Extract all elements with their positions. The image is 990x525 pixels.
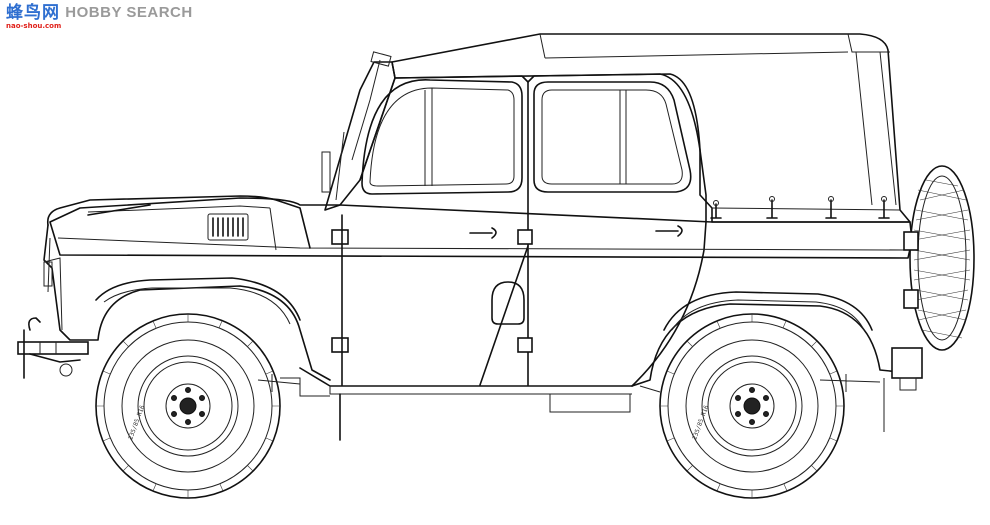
front-door (331, 75, 533, 386)
canvas-tie-hooks (710, 196, 890, 219)
rear-wheel-lug-nuts (735, 387, 769, 425)
underbody-frame (280, 367, 661, 441)
hood-vent-louvers (207, 213, 249, 241)
front-wheel-lug-nuts (171, 387, 205, 425)
front-bumper (17, 317, 89, 379)
rear-door-handle (655, 225, 683, 237)
watermark-logo: 蜂鸟网 nao-shou.com (6, 4, 61, 30)
front-door-handle (469, 227, 497, 239)
watermark-brand: HOBBY SEARCH (65, 4, 193, 21)
rear-wheel: 235/85 R16 (659, 313, 845, 499)
rear-door (527, 73, 707, 387)
suspension (257, 374, 881, 392)
front-door-hinge-upper (517, 229, 533, 245)
headlight (43, 261, 53, 287)
watermark-url: nao-shou.com (6, 22, 62, 30)
windshield-frame (321, 51, 396, 211)
hood (46, 195, 311, 251)
front-fender (43, 224, 331, 381)
spare-wheel (903, 165, 975, 351)
front-door-window-hinge (331, 229, 349, 245)
front-wheel: 235/85 R16 (95, 313, 281, 499)
rear-fender (631, 291, 923, 432)
soft-top-canvas (391, 33, 911, 223)
front-door-hinge-lower (517, 337, 533, 353)
watermark-logo-text: 蜂鸟网 (6, 3, 60, 23)
watermark: 蜂鸟网 nao-shou.com HOBBY SEARCH (6, 4, 193, 30)
fuel-filler-cap (491, 281, 525, 325)
